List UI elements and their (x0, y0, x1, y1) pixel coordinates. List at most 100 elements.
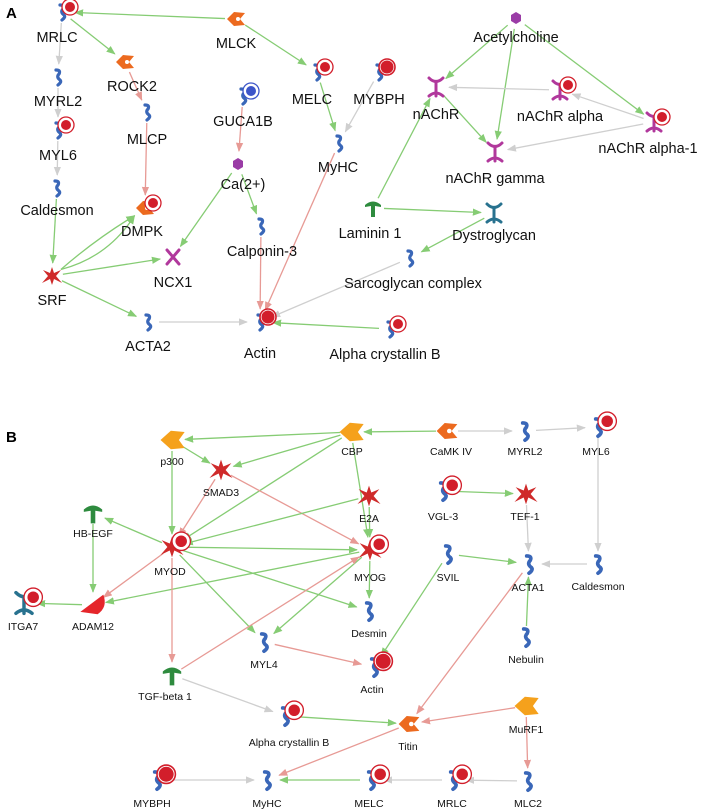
edge-a-nAChRalpha1-to-nAChRgamma (506, 123, 644, 152)
node-myl6[interactable] (54, 116, 75, 140)
edge-a-MLCK-to-MRLC (74, 9, 226, 20)
transcription-factor-icon (357, 485, 381, 507)
node-acetylcholine[interactable] (511, 12, 521, 24)
node-nachralpha[interactable] (551, 76, 577, 101)
node-srf[interactable] (42, 267, 62, 285)
node-label: E2A (359, 513, 379, 525)
edges-layer (36, 9, 645, 784)
node-guca1b[interactable] (239, 82, 260, 106)
node-desmin[interactable] (364, 601, 374, 623)
node-mrlc[interactable] (58, 0, 79, 22)
node-alphacrystallinb[interactable] (386, 315, 407, 339)
node-myrl2[interactable] (54, 68, 63, 87)
node-nachr[interactable] (427, 76, 445, 98)
edge-a-GUCA1B-to-Ca2 (235, 106, 244, 152)
node-myl4[interactable] (259, 632, 269, 654)
node-nachrgamma[interactable] (486, 141, 504, 163)
edge-b-MuRF1-to-MLC2 (523, 716, 532, 769)
node-alphacrystallinb[interactable] (280, 700, 305, 728)
node-mlc2[interactable] (523, 771, 533, 793)
node-tef1[interactable] (514, 483, 538, 505)
edge-b-MYOG-to-MYL4 (273, 556, 363, 635)
node-label: MYL6 (582, 446, 610, 458)
node-calponin3[interactable] (257, 217, 266, 236)
node-label: MyHC (318, 160, 358, 176)
node-myl6[interactable] (593, 411, 618, 439)
node-label: SMAD3 (203, 487, 239, 499)
edge-a-Calponin3-to-Actin (256, 236, 264, 310)
node-mlcp[interactable] (143, 103, 152, 122)
node-mybph[interactable] (375, 58, 396, 82)
transcription-factor-icon (160, 536, 184, 558)
ligand-icon (365, 201, 381, 217)
node-acta2[interactable] (144, 313, 153, 332)
node-sarcoglycan[interactable] (406, 249, 415, 268)
kinase-icon (398, 715, 420, 733)
edge-a-Caldesmon-to-SRF (49, 198, 58, 264)
node-label: Nebulin (508, 654, 544, 666)
node-cbp[interactable] (339, 422, 364, 442)
node-label: Laminin 1 (339, 226, 402, 242)
node-mrlc[interactable] (448, 764, 473, 792)
ligand-icon (162, 667, 182, 686)
protein-icon (406, 249, 415, 268)
node-actin[interactable] (369, 651, 394, 679)
node-dmpk[interactable] (136, 194, 162, 215)
node-tgfbeta1[interactable] (162, 667, 182, 686)
edge-a-MYBPH-to-MyHC (344, 81, 375, 133)
edge-a-AlphaCrystallinB-to-Actin (272, 319, 380, 330)
node-label: MYL4 (250, 659, 278, 671)
node-nachralpha1[interactable] (645, 108, 671, 133)
node-mlck[interactable] (227, 12, 245, 26)
node-svil[interactable] (443, 544, 453, 566)
node-actin[interactable] (256, 308, 277, 332)
node-label: Acetylcholine (473, 30, 558, 46)
node-label: MRLC (36, 30, 77, 46)
node-nebulin[interactable] (521, 627, 531, 649)
node-myhc[interactable] (335, 134, 344, 153)
edge-b-MLC2-to-MRLC (465, 776, 518, 784)
node-itga7[interactable] (14, 587, 44, 616)
edge-a-nAChR-to-nAChRgamma (442, 94, 487, 144)
node-camkiv[interactable] (436, 422, 458, 440)
edge-a-Dystroglycan-to-Sarcoglycan (420, 217, 485, 253)
node-p300[interactable] (160, 430, 185, 450)
node-myog[interactable] (358, 534, 390, 561)
node-myhc[interactable] (262, 770, 272, 792)
node-acta1[interactable] (524, 554, 534, 576)
node-label: NCX1 (154, 275, 193, 291)
node-titin[interactable] (398, 715, 420, 733)
node-dystroglycan[interactable] (485, 202, 503, 224)
node-laminin1[interactable] (365, 201, 381, 218)
node-caldesmon[interactable] (593, 554, 603, 576)
node-hbegf[interactable] (83, 505, 103, 524)
node-smad3[interactable] (209, 459, 233, 481)
node-label: CBP (341, 446, 363, 458)
node-melc[interactable] (313, 58, 334, 82)
edge-b-VGL3-to-TEF1 (453, 489, 514, 497)
compound-icon (233, 158, 243, 170)
node-label: nAChR alpha (517, 109, 604, 125)
node-rock2[interactable] (116, 55, 134, 69)
node-murf1[interactable] (514, 696, 539, 716)
node-label: HB-EGF (73, 528, 113, 540)
node-myod[interactable] (160, 531, 192, 558)
node-melc[interactable] (366, 764, 391, 792)
protein-icon (144, 313, 153, 332)
node-mybph[interactable] (152, 764, 177, 792)
node-adam12[interactable] (80, 594, 105, 615)
edge-b-TGFbeta1-to-MYOG (180, 556, 360, 670)
node-ca2[interactable] (233, 158, 243, 170)
node-label: MYOG (354, 572, 386, 584)
edge-a-nAChRalpha-to-nAChR (448, 83, 550, 92)
protein-icon (520, 421, 530, 443)
node-myrl2[interactable] (520, 421, 530, 443)
node-e2a[interactable] (357, 485, 381, 507)
node-vgl3[interactable] (438, 475, 463, 503)
ligand-icon (83, 505, 103, 524)
protein-icon (262, 770, 272, 792)
node-label: Alpha crystallin B (249, 737, 330, 749)
node-label: Calponin-3 (227, 244, 297, 260)
node-ncx1[interactable] (165, 248, 181, 266)
node-caldesmon[interactable] (53, 179, 62, 198)
